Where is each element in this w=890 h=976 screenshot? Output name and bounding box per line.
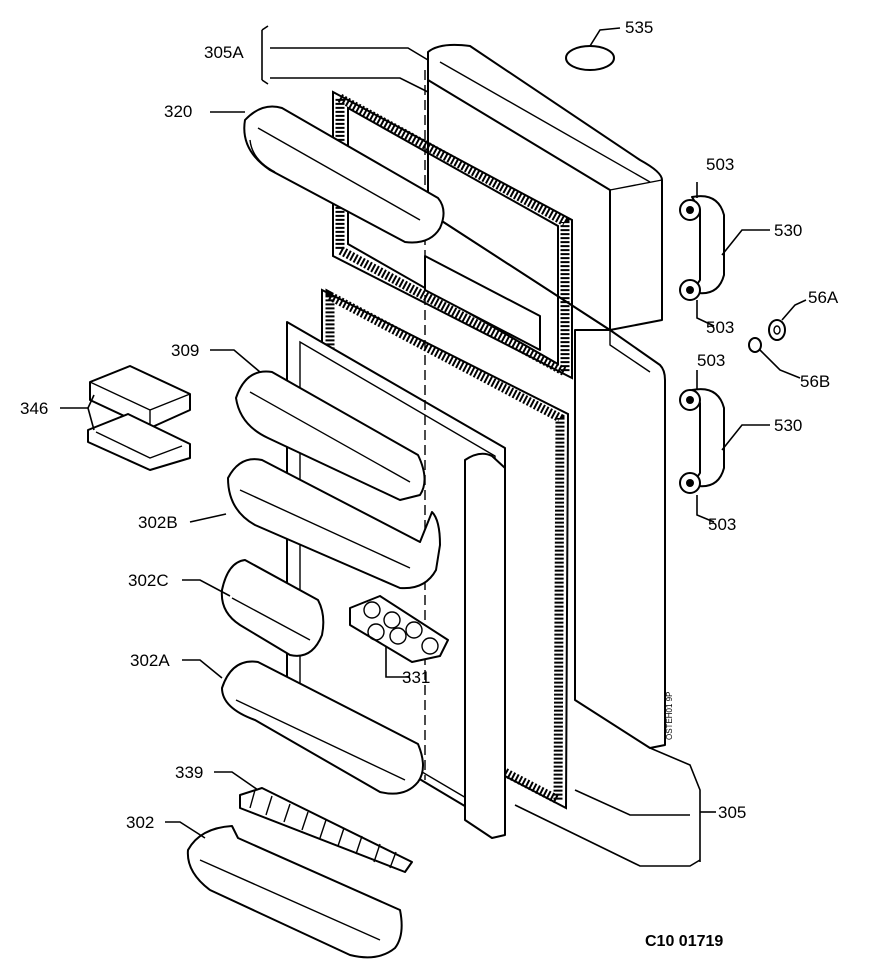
freezer-inner-panel xyxy=(424,255,541,351)
fridge-door xyxy=(574,329,666,749)
side-text: OSTEH01 9P xyxy=(665,692,674,740)
handle-lower xyxy=(679,388,725,494)
label-346: 346 xyxy=(20,399,48,418)
pin-56b xyxy=(748,337,762,353)
label-302: 302 xyxy=(126,813,154,832)
label-305: 305 xyxy=(718,803,746,822)
drawing-code: C10 01719 xyxy=(645,933,723,950)
label-339: 339 xyxy=(175,763,203,782)
shelf-302a xyxy=(221,660,424,795)
washer-56a xyxy=(768,319,786,341)
handle-upper xyxy=(679,195,725,301)
label-302c: 302C xyxy=(128,571,169,590)
label-530-a: 530 xyxy=(774,221,802,240)
label-56b: 56B xyxy=(800,372,830,391)
shelf-302 xyxy=(186,825,403,959)
label-503-a: 503 xyxy=(706,155,734,174)
label-503-c: 503 xyxy=(697,351,725,370)
label-305a: 305A xyxy=(204,43,244,62)
label-503-d: 503 xyxy=(708,515,736,534)
shelf-309 xyxy=(235,370,426,501)
box-346 xyxy=(87,365,191,471)
label-309: 309 xyxy=(171,341,199,360)
leader-lines xyxy=(60,25,807,867)
egg-tray-331 xyxy=(349,595,449,663)
label-302a: 302A xyxy=(130,651,170,670)
grille-339 xyxy=(239,787,413,873)
label-503-b: 503 xyxy=(706,318,734,337)
shelf-302b xyxy=(227,458,441,590)
label-530-b: 530 xyxy=(774,416,802,435)
shelf-302c xyxy=(220,559,325,657)
cap-535 xyxy=(565,45,615,71)
label-56a: 56A xyxy=(808,288,839,307)
label-535: 535 xyxy=(625,18,653,37)
label-331: 331 xyxy=(402,668,430,687)
label-320: 320 xyxy=(164,102,192,121)
label-302b: 302B xyxy=(138,513,178,532)
freezer-shelf-320 xyxy=(243,105,445,244)
